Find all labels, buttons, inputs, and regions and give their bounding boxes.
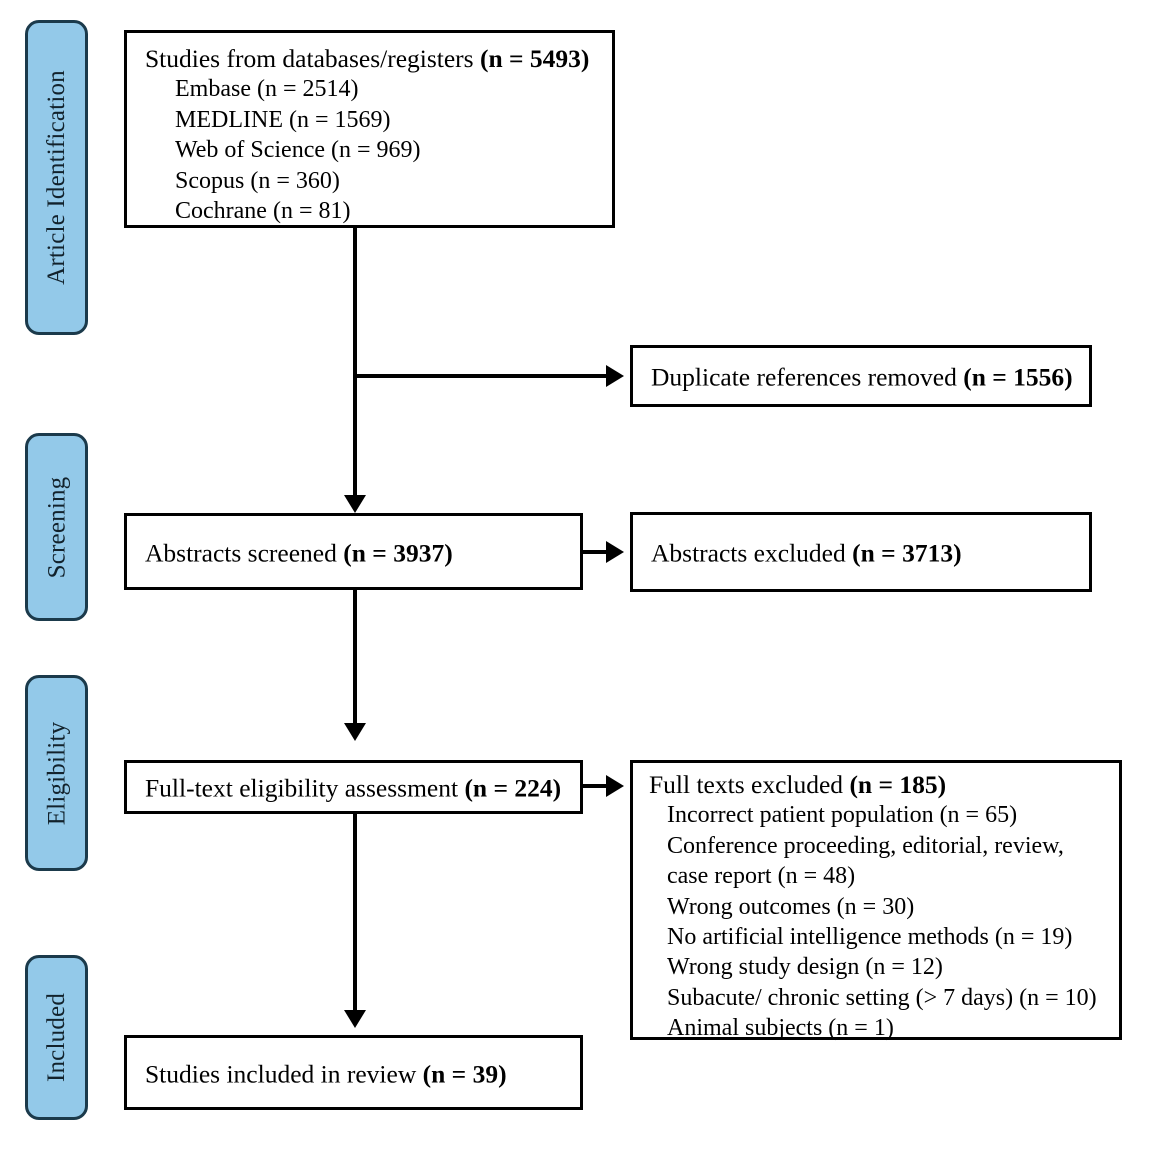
stage-label-eligibility: Eligibility <box>43 721 70 825</box>
abstracts-screened-heading-count: (n = 3937) <box>343 537 453 567</box>
fulltext-excluded-reason-subacute-chronic: Subacute/ chronic setting (> 7 days) (n … <box>667 984 1097 1011</box>
box-heading-fulltext-excluded: Full texts excluded (n = 185) <box>649 769 1109 800</box>
identification-source-embase: Embase (n = 2514) <box>175 76 359 103</box>
stage-article-identification: Article Identification <box>25 20 88 335</box>
arrow-screened-to-excluded <box>606 541 624 563</box>
duplicates-heading-text: Duplicate references removed <box>651 362 964 392</box>
arrow-identification-to-screening <box>344 495 366 513</box>
duplicates-heading-count: (n = 1556) <box>963 362 1073 392</box>
stage-included: Included <box>25 955 88 1120</box>
box-heading-identification: Studies from databases/registers (n = 54… <box>145 43 598 74</box>
included-heading-text: Studies included in review <box>145 1058 423 1088</box>
identification-source-scopus: Scopus (n = 360) <box>175 167 340 194</box>
connector-screened-to-fulltext <box>353 590 357 732</box>
connector-identification-to-duplicates <box>353 374 608 378</box>
fulltext-excluded-reason-conference-proceeding: Conference proceeding, editorial, review… <box>667 832 1064 890</box>
box-fulltext-excluded: Full texts excluded (n = 185) Incorrect … <box>630 760 1122 1042</box>
identification-source-medline: MEDLINE (n = 1569) <box>175 106 391 133</box>
fulltext-excluded-reason-no-ai-methods: No artificial intelligence methods (n = … <box>667 923 1073 950</box>
arrow-fulltext-to-excluded <box>606 775 624 797</box>
fulltext-excluded-heading-count: (n = 185) <box>849 770 947 799</box>
arrow-identification-to-duplicates <box>606 365 624 387</box>
connector-screened-to-excluded <box>583 550 608 554</box>
identification-source-web-of-science: Web of Science (n = 969) <box>175 137 421 164</box>
connector-fulltext-to-included <box>353 812 357 1017</box>
box-studies-included-in-review: Studies included in review (n = 39) <box>124 1035 583 1110</box>
fulltext-excluded-reason-wrong-study-design: Wrong study design (n = 12) <box>667 954 943 981</box>
included-heading-count: (n = 39) <box>422 1058 507 1088</box>
stage-eligibility: Eligibility <box>25 675 88 871</box>
box-heading-fulltext-assessed: Full-text eligibility assessment (n = 22… <box>145 772 566 803</box>
connector-identification-to-screening <box>353 228 357 504</box>
identification-source-cochrane: Cochrane (n = 81) <box>175 197 351 224</box>
abstracts-excluded-heading-count: (n = 3713) <box>852 538 962 568</box>
box-abstracts-excluded: Abstracts excluded (n = 3713) <box>630 512 1092 592</box>
fulltext-assessed-heading-text: Full-text eligibility assessment <box>145 773 465 803</box>
stage-label-article-identification: Article Identification <box>43 70 71 285</box>
abstracts-screened-heading-text: Abstracts screened <box>145 537 344 567</box>
stage-label-screening: Screening <box>43 476 71 578</box>
box-fulltext-eligibility-assessment: Full-text eligibility assessment (n = 22… <box>124 760 583 814</box>
box-heading-abstracts-excluded: Abstracts excluded (n = 3713) <box>651 537 1075 568</box>
box-abstracts-screened: Abstracts screened (n = 3937) <box>124 513 583 590</box>
box-studies-from-databases: Studies from databases/registers (n = 54… <box>124 30 615 228</box>
box-heading-included: Studies included in review (n = 39) <box>145 1058 566 1089</box>
fulltext-assessed-heading-count: (n = 224) <box>464 773 562 803</box>
stage-screening: Screening <box>25 433 88 621</box>
identification-heading-count: (n = 5493) <box>479 44 590 73</box>
abstracts-excluded-heading-text: Abstracts excluded <box>651 538 853 568</box>
arrow-screened-to-fulltext <box>344 723 366 741</box>
identification-heading-text: Studies from databases/registers <box>145 44 480 73</box>
box-heading-abstracts-screened: Abstracts screened (n = 3937) <box>145 537 566 568</box>
arrow-fulltext-to-included <box>344 1010 366 1028</box>
box-heading-duplicates: Duplicate references removed (n = 1556) <box>651 361 1075 392</box>
fulltext-excluded-reason-wrong-outcomes: Wrong outcomes (n = 30) <box>667 893 915 920</box>
connector-fulltext-to-excluded <box>583 784 608 788</box>
fulltext-excluded-reason-incorrect-population: Incorrect patient population (n = 65) <box>667 802 1018 829</box>
fulltext-excluded-heading-text: Full texts excluded <box>649 770 850 799</box>
box-duplicate-references-removed: Duplicate references removed (n = 1556) <box>630 345 1092 407</box>
fulltext-excluded-reason-animal-subjects: Animal subjects (n = 1) <box>667 1015 894 1042</box>
stage-label-included: Included <box>43 992 71 1083</box>
